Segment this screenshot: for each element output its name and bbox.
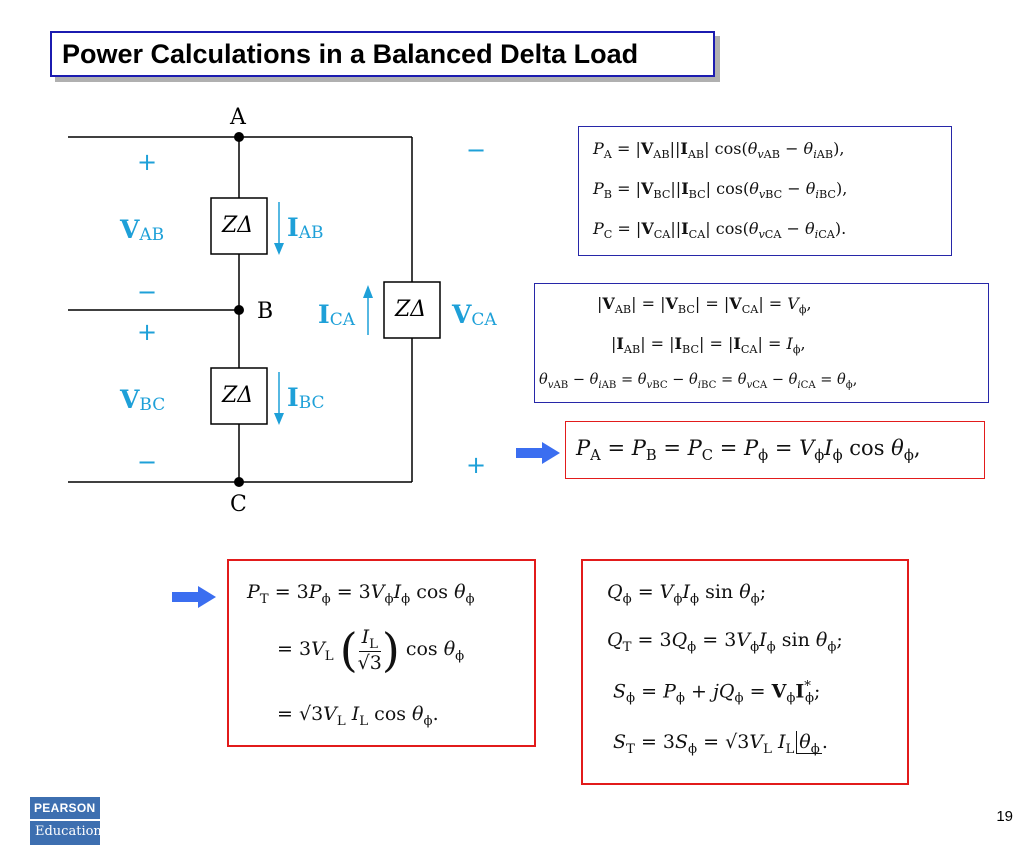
equation-s-phase: Sϕ = Pϕ + jQϕ = VϕI*ϕ; — [613, 679, 821, 707]
vca-plus-sign: + — [466, 451, 486, 479]
total-real-power-equations: PT = 3Pϕ = 3VϕIϕ cos θϕ = 3VL (IL√3) cos… — [227, 559, 536, 747]
impedance-ab — [210, 197, 268, 255]
ica-arrow-head — [363, 285, 373, 298]
reactive-complex-power-equations: Qϕ = VϕIϕ sin θϕ; QT = 3Qϕ = 3VϕIϕ sin θ… — [581, 559, 909, 785]
node-c-label: C — [230, 492, 247, 517]
vab-label: VAB — [119, 215, 164, 245]
logo-text-top: PEARSON — [34, 801, 96, 815]
node-a-label: A — [229, 105, 247, 130]
page-title: Power Calculations in a Balanced Delta L… — [62, 38, 639, 69]
page-number: 19 — [996, 808, 1013, 825]
ibc-arrow-head — [274, 413, 284, 425]
vca-label: VCA — [451, 300, 497, 330]
equation-pa: PA = |VAB||IAB| cos(θvAB − θiAB), — [593, 139, 845, 162]
arrow-to-phase-power — [516, 442, 560, 464]
impedance-ca — [383, 281, 441, 339]
vbc-label: VBC — [119, 385, 165, 415]
vab-plus-sign: + — [137, 148, 157, 176]
vbc-minus-sign: − — [137, 448, 157, 476]
node-c-dot — [234, 477, 244, 487]
impedance-ca-label: ZΔ — [394, 297, 426, 322]
node-b-label: B — [257, 299, 273, 324]
equation-pt-line1: PT = 3Pϕ = 3VϕIϕ cos θϕ — [247, 581, 475, 607]
balanced-condition-equations: |VAB| = |VBC| = |VCA| = Vϕ, |IAB| = |IBC… — [534, 283, 989, 403]
pearson-logo: PEARSON Education — [30, 797, 102, 845]
node-b-dot — [234, 305, 244, 315]
equal-phase-power-equation: PA = PB = PC = Pϕ = VϕIϕ cos θϕ, — [565, 421, 985, 479]
impedance-bc — [210, 367, 268, 425]
iab-arrow-head — [274, 243, 284, 255]
equation-pb: PB = |VBC||IBC| cos(θvBC − θiBC), — [593, 179, 848, 202]
title-box: Power Calculations in a Balanced Delta L… — [50, 31, 715, 77]
vab-minus-sign: − — [137, 278, 157, 306]
equation-pt-line2: = 3VL (IL√3) cos θϕ — [277, 623, 465, 677]
equation-phase-angles: θvAB − θiAB = θvBC − θiBC = θvCA − θiCA … — [539, 372, 858, 391]
ibc-label: IBC — [287, 383, 325, 413]
impedance-bc-label: ZΔ — [221, 383, 253, 408]
vbc-plus-sign: + — [137, 318, 157, 346]
equation-current-magnitudes: |IAB| = |IBC| = |ICA| = Iϕ, — [611, 334, 806, 357]
node-a-dot — [234, 132, 244, 142]
impedance-ab-label: ZΔ — [221, 213, 253, 238]
equation-pc: PC = |VCA||ICA| cos(θvCA − θiCA). — [593, 219, 847, 242]
equation-phase-power: PA = PB = PC = Pϕ = VϕIϕ cos θϕ, — [576, 436, 921, 465]
equation-voltage-magnitudes: |VAB| = |VBC| = |VCA| = Vϕ, — [597, 294, 812, 317]
phase-power-equations: PA = |VAB||IAB| cos(θvAB − θiAB), PB = |… — [578, 126, 952, 256]
ica-label: ICA — [318, 300, 356, 330]
logo-divider — [30, 819, 100, 821]
equation-q-phase: Qϕ = VϕIϕ sin θϕ; — [607, 581, 767, 607]
equation-q-total: QT = 3Qϕ = 3VϕIϕ sin θϕ; — [607, 629, 843, 655]
arrow-to-total-power — [172, 586, 216, 608]
iab-label: IAB — [287, 213, 323, 243]
vca-minus-sign: − — [466, 136, 486, 164]
equation-pt-line3: = √3VL IL cos θϕ. — [277, 703, 439, 729]
logo-text-bottom: Education — [35, 824, 102, 839]
